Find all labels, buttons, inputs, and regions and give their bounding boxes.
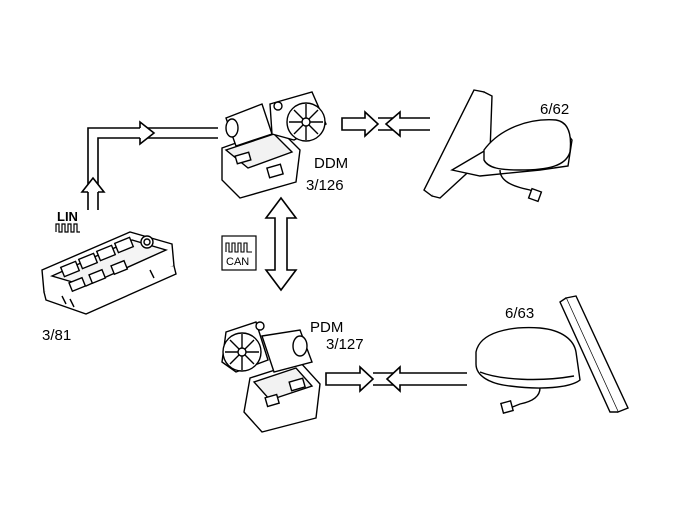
left-door-mirror xyxy=(423,89,573,203)
ddm-ref-label: 3/126 xyxy=(306,177,344,194)
pdm-ref-label: 3/127 xyxy=(326,336,364,353)
pdm-mirror-connection xyxy=(325,365,467,393)
lin-label: LIN xyxy=(57,209,78,224)
right-door-mirror xyxy=(475,295,629,414)
can-label: CAN xyxy=(226,256,249,268)
lin-bus-symbol: LIN xyxy=(55,209,80,233)
ddm-mirror-connection xyxy=(341,110,430,138)
window-switch-panel xyxy=(41,231,177,315)
lin-connection-line xyxy=(80,120,218,210)
passenger-door-module xyxy=(221,321,321,433)
can-connection-arrow xyxy=(264,196,298,292)
left-mirror-label: 6/62 xyxy=(540,101,570,118)
ddm-name-label: DDM xyxy=(314,155,349,172)
right-mirror-label: 6/63 xyxy=(505,305,535,322)
pdm-name-label: PDM xyxy=(310,319,344,336)
can-bus-symbol: CAN xyxy=(221,235,257,271)
switch-panel-label: 3/81 xyxy=(42,327,72,344)
driver-door-module xyxy=(221,91,327,199)
